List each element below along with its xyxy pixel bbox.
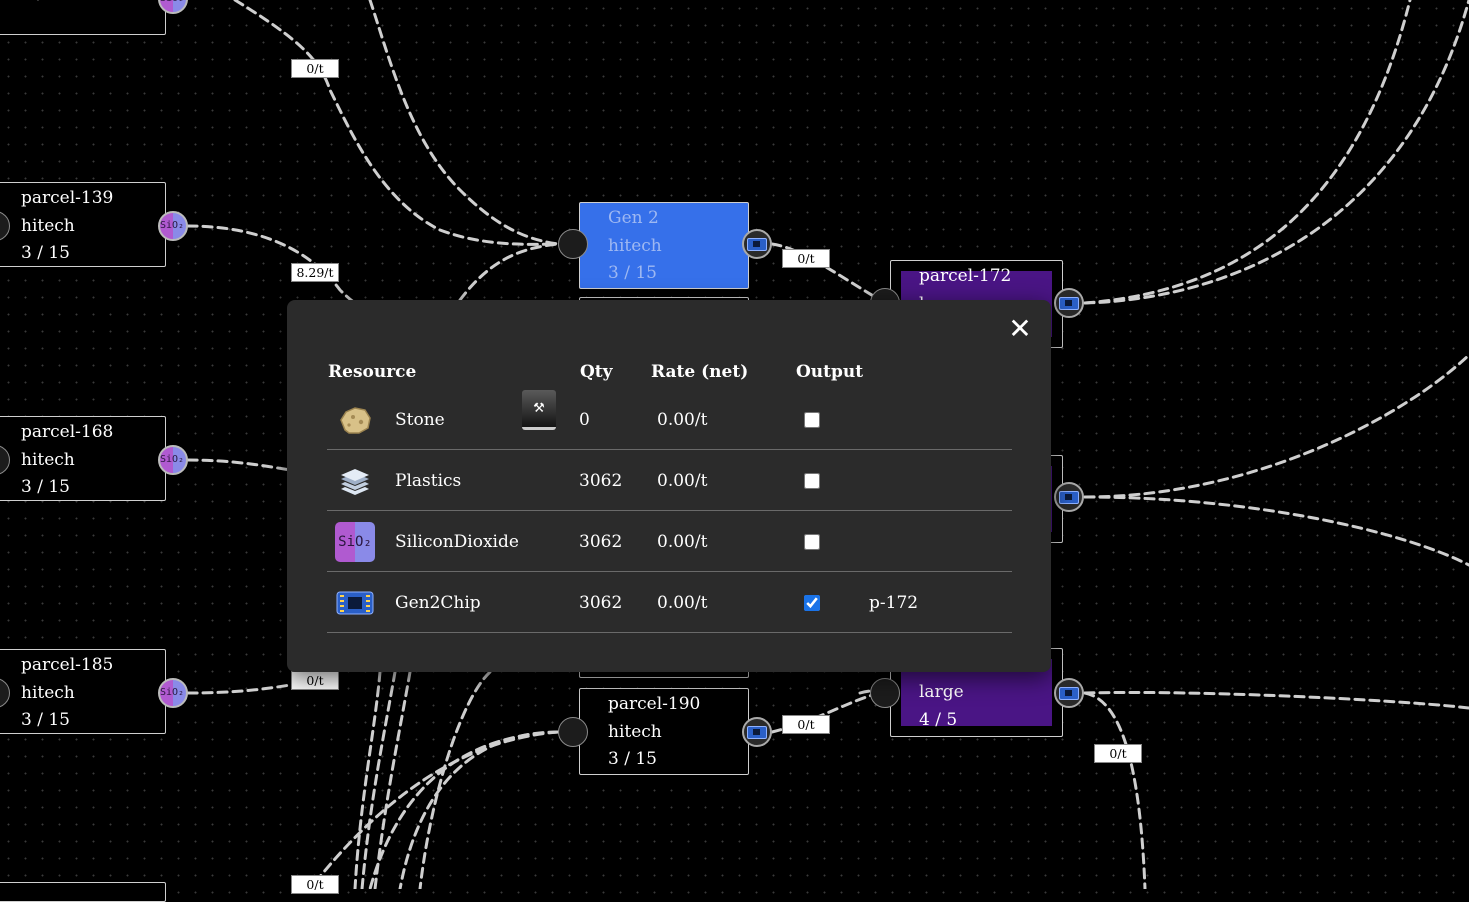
node-partial-bottom[interactable]	[0, 882, 166, 902]
silicon-dioxide-port-icon[interactable]: SiO₂	[158, 678, 188, 708]
node-parcel-185[interactable]: parcel-185 hitech 3 / 15	[0, 649, 166, 734]
node-parcel-139[interactable]: parcel-139 hitech 3 / 15	[0, 182, 166, 267]
output-checkbox[interactable]	[804, 534, 820, 550]
resource-qty: 3062	[579, 532, 623, 552]
header-qty: Qty	[580, 362, 613, 382]
silicon-dioxide-port-icon[interactable]: SiO₂	[158, 211, 188, 241]
stone-icon	[340, 407, 371, 434]
chip-port-icon[interactable]	[742, 717, 772, 747]
resource-row-plastics: Plastics 3062 0.00/t	[327, 451, 1012, 511]
rate-label: 0/t	[291, 59, 339, 78]
resource-name: Plastics	[395, 471, 462, 491]
header-output: Output	[796, 362, 864, 382]
output-checkbox[interactable]	[804, 412, 820, 428]
resource-rate: 0.00/t	[657, 410, 708, 430]
rate-label: 0/t	[1094, 744, 1142, 763]
rate-label: 0/t	[291, 671, 339, 690]
node-capacity: 3 / 15	[608, 263, 657, 283]
node-type: hitech	[608, 721, 662, 742]
output-checkbox[interactable]	[804, 595, 820, 611]
resource-rate: 0.00/t	[657, 593, 708, 613]
node-title: parcel-172	[919, 266, 1012, 286]
output-checkbox[interactable]	[804, 473, 820, 489]
resource-row-stone: Stone ⚒ 0 0.00/t	[327, 390, 1012, 450]
resource-qty: 0	[579, 410, 590, 430]
input-port[interactable]	[558, 229, 588, 259]
header-resource: Resource	[328, 362, 417, 382]
chip-port-icon[interactable]	[742, 229, 772, 259]
edge	[233, 0, 560, 246]
edge	[368, 0, 560, 246]
input-port[interactable]	[870, 678, 900, 708]
edge	[1083, 691, 1147, 889]
edge	[360, 670, 397, 889]
mine-tool-button[interactable]: ⚒	[522, 390, 556, 430]
node-title: parcel-139	[21, 188, 114, 208]
node-capacity: 3 / 15	[21, 243, 70, 263]
node-title: parcel-168	[21, 422, 114, 442]
silicon-dioxide-port-icon[interactable]: SiO₂	[158, 445, 188, 475]
input-port[interactable]	[558, 717, 588, 747]
resource-rate: 0.00/t	[657, 471, 708, 491]
chip-port-icon[interactable]	[1054, 288, 1084, 318]
rate-label: 0/t	[782, 249, 830, 268]
chip-port-icon[interactable]	[1054, 678, 1084, 708]
chip-port-icon[interactable]	[1054, 482, 1084, 512]
edge	[308, 730, 560, 889]
rate-label: 0/t	[291, 875, 339, 894]
node-capacity: 4 / 5	[919, 709, 958, 730]
close-icon[interactable]: ✕	[1008, 312, 1032, 345]
rate-label: 8.29/t	[291, 263, 339, 282]
resource-name: SiliconDioxide	[395, 532, 519, 552]
resource-modal: ✕ Resource Qty Rate (net) Output Stone ⚒…	[287, 300, 1051, 672]
edge	[458, 242, 560, 302]
plastics-icon	[341, 469, 369, 495]
node-gen-2[interactable]: Gen 2 hitech 3 / 15	[579, 202, 749, 289]
edge	[186, 458, 292, 472]
resource-row-silicondioxide: SiO₂ SiliconDioxide 3062 0.00/t	[327, 512, 1012, 572]
edge	[1083, 0, 1412, 305]
resource-rate: 0.00/t	[657, 532, 708, 552]
node-capacity: 3 / 15	[21, 0, 165, 9]
edge	[1083, 495, 1469, 567]
edge	[1083, 0, 1469, 305]
node-type: hitech	[21, 449, 75, 470]
node-parcel-190[interactable]: parcel-190 hitech 3 / 15	[579, 688, 749, 775]
node-type: large	[919, 682, 964, 702]
resource-name: Gen2Chip	[395, 593, 481, 613]
node-partial-top[interactable]: 3 / 15	[0, 0, 166, 35]
edge	[186, 683, 292, 695]
edge	[1083, 690, 1469, 710]
edge	[368, 730, 560, 889]
silicon-dioxide-icon: SiO₂	[335, 522, 375, 562]
output-target: p-172	[869, 593, 919, 613]
edge	[398, 730, 560, 889]
resource-qty: 3062	[579, 471, 623, 491]
node-parcel-168[interactable]: parcel-168 hitech 3 / 15	[0, 416, 166, 501]
resource-qty: 3062	[579, 593, 623, 613]
node-capacity: 3 / 15	[21, 477, 70, 497]
edge	[373, 670, 412, 889]
resource-row-gen2chip: Gen2Chip 3062 0.00/t p-172	[327, 573, 1012, 633]
rate-label: 0/t	[782, 715, 830, 734]
node-title: parcel-185	[21, 655, 114, 675]
node-capacity: 3 / 15	[608, 749, 657, 769]
edge	[418, 670, 492, 889]
node-type: hitech	[21, 215, 75, 236]
chip-icon	[336, 591, 374, 615]
node-type: hitech	[21, 682, 75, 703]
resource-name: Stone	[395, 410, 445, 430]
edge	[353, 670, 382, 889]
header-rate: Rate (net)	[651, 362, 749, 382]
node-capacity: 3 / 15	[21, 710, 70, 730]
node-type: hitech	[608, 235, 662, 256]
node-title: parcel-190	[608, 694, 701, 714]
edge	[1083, 353, 1469, 499]
node-title: Gen 2	[608, 208, 659, 228]
